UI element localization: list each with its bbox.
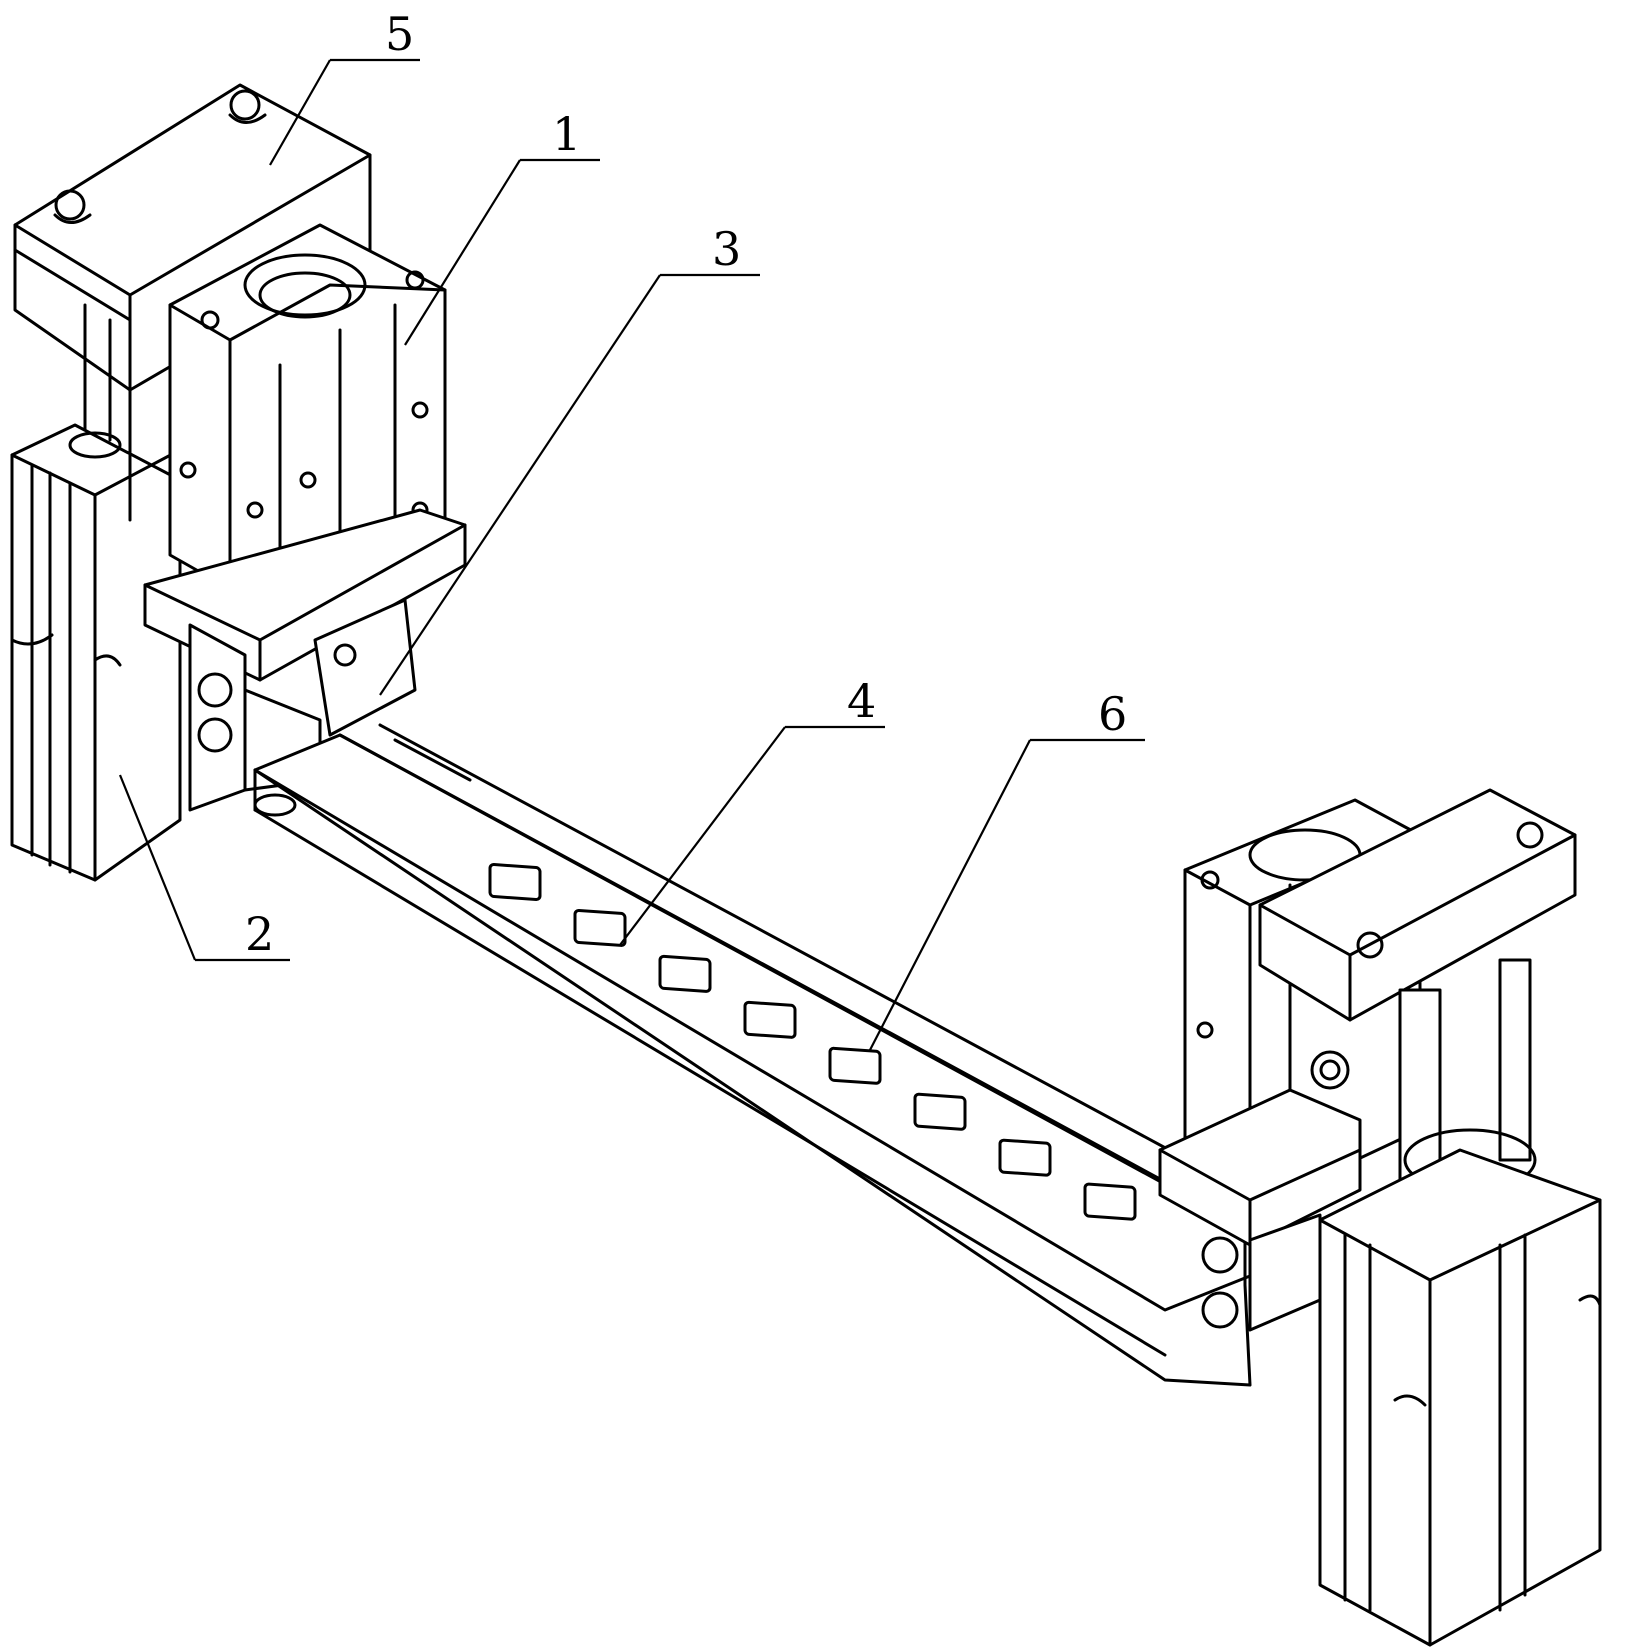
label-4: 4 — [847, 674, 876, 728]
callouts: 5 1 3 4 6 2 — [118, 7, 1145, 1051]
right-assembly — [1158, 788, 1602, 1647]
label-6: 6 — [1098, 687, 1127, 741]
label-1: 1 — [552, 107, 581, 161]
label-2: 2 — [245, 907, 274, 961]
left-assembly — [10, 83, 467, 882]
left-vertical-rail — [10, 423, 182, 882]
label-3: 3 — [712, 222, 741, 276]
beam-slots — [488, 863, 1137, 1221]
label-5: 5 — [385, 7, 414, 61]
horizontal-beam — [253, 723, 1267, 1387]
